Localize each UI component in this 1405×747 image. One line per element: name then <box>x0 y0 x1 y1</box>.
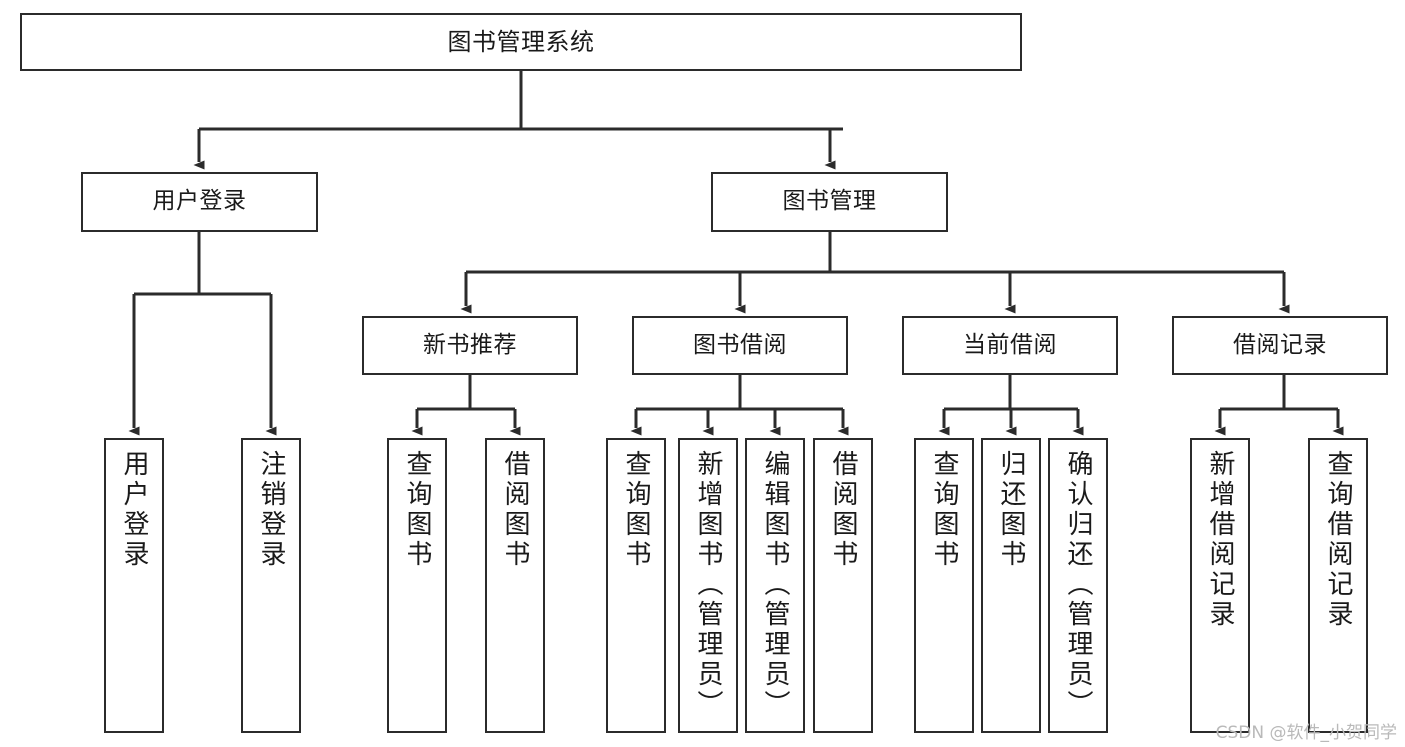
node-leaf-borrow-book-1[interactable]: 借阅图书 <box>485 438 545 733</box>
node-leaf-query-book-2[interactable]: 查询图书 <box>606 438 666 733</box>
node-leaf-borrow-book-2[interactable]: 借阅图书 <box>813 438 873 733</box>
node-leaf-confirm-return[interactable]: 确认归还（管理员） <box>1048 438 1108 733</box>
node-leaf-query-book-1[interactable]: 查询图书 <box>387 438 447 733</box>
node-leaf-add-record-label: 新增借阅记录 <box>1205 450 1235 630</box>
node-leaf-query-book-1-label: 查询图书 <box>402 450 432 570</box>
node-leaf-user-logout[interactable]: 注销登录 <box>241 438 301 733</box>
node-leaf-user-login-label: 用户登录 <box>119 450 149 570</box>
node-user-login[interactable]: 用户登录 <box>81 172 318 232</box>
node-leaf-add-record[interactable]: 新增借阅记录 <box>1190 438 1250 733</box>
node-current-borrow-label: 当前借阅 <box>963 331 1057 358</box>
node-root-label: 图书管理系统 <box>447 27 595 56</box>
node-leaf-user-login[interactable]: 用户登录 <box>104 438 164 733</box>
node-leaf-edit-book[interactable]: 编辑图书（管理员） <box>745 438 805 733</box>
node-leaf-borrow-book-1-label: 借阅图书 <box>500 450 530 570</box>
node-leaf-query-book-3[interactable]: 查询图书 <box>914 438 974 733</box>
node-leaf-add-book[interactable]: 新增图书（管理员） <box>678 438 738 733</box>
node-borrow-record[interactable]: 借阅记录 <box>1172 316 1388 375</box>
node-leaf-edit-book-label: 编辑图书（管理员） <box>760 450 790 720</box>
node-book-manage[interactable]: 图书管理 <box>711 172 948 232</box>
node-leaf-add-book-label: 新增图书（管理员） <box>693 450 723 720</box>
node-book-borrow-label: 图书借阅 <box>693 331 787 358</box>
node-book-manage-label: 图书管理 <box>782 188 877 215</box>
node-borrow-record-label: 借阅记录 <box>1233 331 1327 358</box>
node-leaf-query-record-label: 查询借阅记录 <box>1323 450 1353 630</box>
node-leaf-confirm-return-label: 确认归还（管理员） <box>1063 450 1093 720</box>
node-leaf-return-book-label: 归还图书 <box>996 450 1026 570</box>
node-new-book-rec[interactable]: 新书推荐 <box>362 316 578 375</box>
node-leaf-query-book-3-label: 查询图书 <box>929 450 959 570</box>
node-leaf-return-book[interactable]: 归还图书 <box>981 438 1041 733</box>
watermark-text: CSDN @软件_小贺同学 <box>1215 723 1397 743</box>
node-current-borrow[interactable]: 当前借阅 <box>902 316 1118 375</box>
node-user-login-label: 用户登录 <box>152 188 247 215</box>
node-leaf-query-record[interactable]: 查询借阅记录 <box>1308 438 1368 733</box>
node-leaf-user-logout-label: 注销登录 <box>256 450 286 570</box>
node-book-borrow[interactable]: 图书借阅 <box>632 316 848 375</box>
node-new-book-rec-label: 新书推荐 <box>423 331 517 358</box>
node-leaf-query-book-2-label: 查询图书 <box>621 450 651 570</box>
node-leaf-borrow-book-2-label: 借阅图书 <box>828 450 858 570</box>
node-root[interactable]: 图书管理系统 <box>20 13 1022 71</box>
